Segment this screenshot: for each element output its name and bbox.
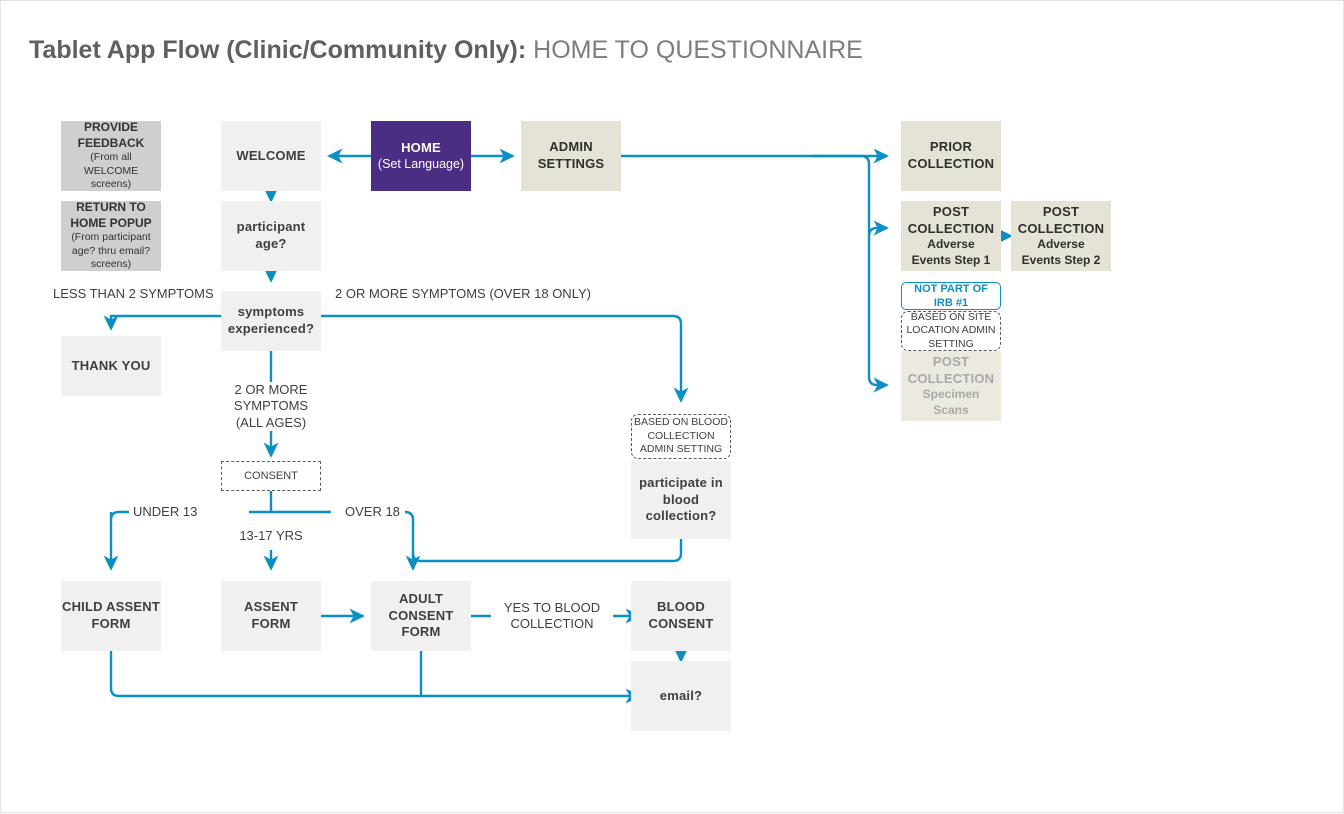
badge-not-part-of-irb-1: NOT PART OF IRB #1 <box>901 282 1001 310</box>
node-participate-in-blood-collection[interactable]: participate in blood collection? <box>631 461 731 539</box>
note-provide-feedback-title: PROVIDE FEEDBACK <box>77 120 145 150</box>
node-participant-age[interactable]: participant age? <box>221 201 321 271</box>
node-thank-you[interactable]: THANK YOU <box>61 336 161 396</box>
node-email[interactable]: email? <box>631 661 731 731</box>
node-admin-settings[interactable]: ADMIN SETTINGS <box>521 121 621 191</box>
node-home-sub: (Set Language) <box>377 157 465 172</box>
node-child-assent-form[interactable]: CHILD ASSENT FORM <box>61 581 161 651</box>
note-return-to-home-popup-sub: (From participant age? thru email? scree… <box>71 231 151 271</box>
node-post-collection-specimen-scans[interactable]: POST COLLECTION Specimen Scans <box>901 351 1001 421</box>
note-based-on-blood-collection-admin-setting: BASED ON BLOOD COLLECTION ADMIN SETTING <box>631 414 731 459</box>
page-title-bold: Tablet App Flow (Clinic/Community Only): <box>29 36 527 64</box>
node-prior-collection[interactable]: PRIOR COLLECTION <box>901 121 1001 191</box>
node-adult-consent-form[interactable]: ADULT CONSENT FORM <box>371 581 471 651</box>
node-post-collection-adverse-events-step-1[interactable]: POST COLLECTION Adverse Events Step 1 <box>901 201 1001 271</box>
node-symptoms-experienced[interactable]: symptoms experienced? <box>221 291 321 351</box>
node-home[interactable]: HOME (Set Language) <box>371 121 471 191</box>
edge-label-2-or-more-symptoms-over-18-only: 2 OR MORE SYMPTOMS (OVER 18 ONLY) <box>331 286 595 303</box>
node-post-collection-specimen-title: POST COLLECTION <box>907 354 995 386</box>
page-title-light: HOME TO QUESTIONNAIRE <box>526 36 863 64</box>
node-assent-form[interactable]: ASSENT FORM <box>221 581 321 651</box>
edge-label-yes-to-blood-collection: YES TO BLOOD COLLECTION <box>491 600 613 633</box>
note-return-to-home-popup-title: RETURN TO HOME POPUP <box>70 200 152 230</box>
edge-label-less-than-2-symptoms: LESS THAN 2 SYMPTOMS <box>49 286 218 303</box>
edge-label-13-17-yrs: 13-17 YRS <box>221 528 321 545</box>
node-post-collection-ae2-sub: Adverse Events Step 2 <box>1021 237 1101 267</box>
page-title: Tablet App Flow (Clinic/Community Only):… <box>29 33 863 67</box>
note-provide-feedback: PROVIDE FEEDBACK (From all WELCOME scree… <box>61 120 161 191</box>
node-post-collection-specimen-sub: Specimen Scans <box>922 387 980 417</box>
note-return-to-home-popup: RETURN TO HOME POPUP (From participant a… <box>61 200 161 271</box>
node-consent[interactable]: CONSENT <box>221 461 321 491</box>
edge-label-over-18: OVER 18 <box>341 504 404 521</box>
note-based-on-site-location-admin-setting: BASED ON SITE LOCATION ADMIN SETTING <box>901 311 1001 351</box>
edge-label-2-or-more-symptoms-all-ages: 2 OR MORE SYMPTOMS (ALL AGES) <box>221 382 321 431</box>
note-provide-feedback-sub: (From all WELCOME screens) <box>83 151 139 191</box>
node-welcome[interactable]: WELCOME <box>221 121 321 191</box>
node-home-title: HOME <box>401 139 441 155</box>
edge-label-under-13: UNDER 13 <box>129 504 202 521</box>
node-post-collection-adverse-events-step-2[interactable]: POST COLLECTION Adverse Events Step 2 <box>1011 201 1111 271</box>
node-post-collection-ae2-title: POST COLLECTION <box>1017 204 1105 236</box>
node-post-collection-ae1-sub: Adverse Events Step 1 <box>911 237 991 267</box>
node-post-collection-ae1-title: POST COLLECTION <box>907 204 995 236</box>
node-blood-consent[interactable]: BLOOD CONSENT <box>631 581 731 651</box>
